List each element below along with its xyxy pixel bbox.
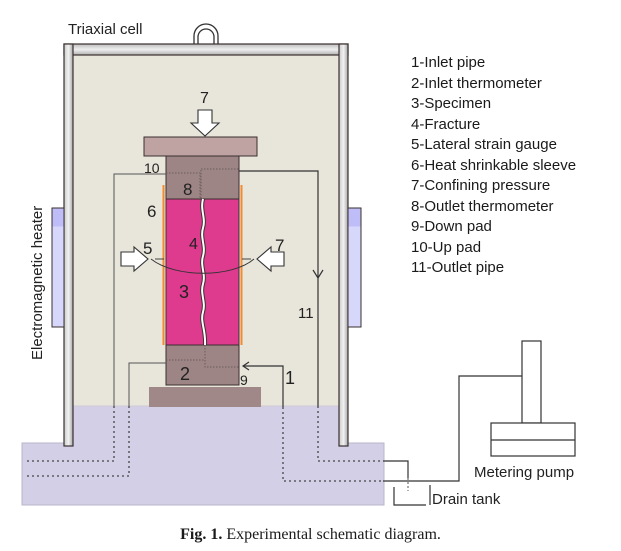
label-6: 6 <box>147 202 156 221</box>
inlet-wire-underground <box>26 406 130 477</box>
label-10: 10 <box>144 160 160 176</box>
top-loading-plate <box>143 136 258 157</box>
legend-item: 7-Confining pressure <box>411 177 551 194</box>
label-7-side: 7 <box>275 236 284 255</box>
up-pad <box>165 155 240 200</box>
cell-bottom-fluid <box>73 406 339 446</box>
lifting-ring-icon <box>193 23 219 44</box>
metering-pump-label: Metering pump <box>474 464 574 481</box>
legend-item: 10-Up pad <box>411 238 482 256</box>
label-5: 5 <box>143 239 152 258</box>
legend-item: 8-Outlet thermometer <box>411 197 554 215</box>
legend-item: 6-Heat shrinkable sleeve <box>411 156 577 174</box>
label-1: 1 <box>285 368 295 388</box>
outlet-pipe-to-drain <box>383 460 409 478</box>
drain-tank-label: Drain tank <box>432 491 501 508</box>
inlet-pipe-underground <box>282 407 383 482</box>
outlet-thermometer-probe <box>166 168 239 199</box>
heater-label: Electromagnetic heater <box>29 206 46 360</box>
lateral-strain-gauge <box>150 258 255 274</box>
top-pressure-arrow-icon <box>189 109 221 137</box>
outlet-pipe <box>239 170 324 406</box>
label-7-top: 7 <box>200 90 209 107</box>
down-pad <box>165 344 240 386</box>
electromagnetic-heater-left <box>51 207 65 328</box>
legend-item: 4-Fracture <box>411 115 481 133</box>
label-9: 9 <box>240 372 248 388</box>
inlet-pipe <box>241 361 284 407</box>
up-pad-thermometer-wire <box>113 173 166 406</box>
label-2: 2 <box>180 364 190 384</box>
left-pressure-arrow-icon <box>120 245 149 273</box>
outlet-pipe-underground <box>317 406 383 462</box>
legend-item: 3-Specimen <box>411 95 492 112</box>
bottom-plate <box>149 387 261 407</box>
figure-caption: Fig. 1. Experimental schematic diagram. <box>0 526 621 544</box>
legend-item: 5-Lateral strain gauge <box>411 136 557 153</box>
label-11: 11 <box>298 305 314 322</box>
label-3: 3 <box>179 282 189 302</box>
legend-item: 9-Down pad <box>411 218 492 235</box>
fracture-line <box>200 198 208 346</box>
legend-item: 11-Outlet pipe <box>411 259 505 276</box>
drain-tank <box>393 487 426 506</box>
base-platform <box>21 442 385 506</box>
triaxial-cell-label: Triaxial cell <box>68 21 142 38</box>
component-legend: 1-Inlet pipe 2-Inlet thermometer 3-Speci… <box>411 53 576 279</box>
caption-text: Experimental schematic diagram. <box>226 526 441 543</box>
metering-pump-icon <box>490 340 576 457</box>
legend-item: 1-Inlet pipe <box>411 54 486 71</box>
caption-prefix: Fig. 1. <box>180 526 223 543</box>
up-pad-wire-underground <box>26 406 115 462</box>
inlet-thermometer-probe <box>166 345 239 368</box>
label-8: 8 <box>183 180 192 199</box>
legend-item: 2-Inlet thermometer <box>411 74 542 92</box>
inlet-thermometer-wire <box>128 362 166 406</box>
right-pressure-arrow-icon <box>256 245 285 273</box>
electromagnetic-heater-right <box>347 207 362 328</box>
pump-supply-line <box>383 375 522 482</box>
label-4: 4 <box>189 236 198 253</box>
